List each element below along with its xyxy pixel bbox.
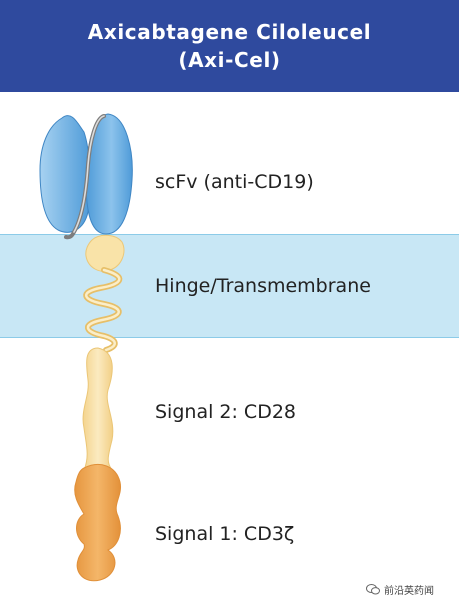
title-line-2: (Axi-Cel)	[178, 48, 281, 72]
scfv-domain	[39, 113, 133, 240]
cd28-domain	[82, 347, 114, 471]
membrane-band-bottom-edge	[0, 337, 459, 338]
cd3z-domain	[74, 464, 122, 582]
transmembrane-helix-highlight	[85, 268, 121, 352]
watermark-text: 前沿英药闻	[384, 586, 434, 597]
hinge-domain	[83, 234, 125, 353]
title-banner: Axicabtagene Ciloleucel (Axi-Cel)	[0, 0, 459, 92]
hinge-bulb	[85, 234, 125, 272]
membrane-band-top-edge	[0, 234, 459, 235]
label-signal-1: Signal 1: CD3ζ	[155, 523, 295, 545]
chat-bubbles-icon	[366, 584, 380, 595]
label-signal-2: Signal 2: CD28	[155, 401, 297, 423]
scfv-linker-highlight	[73, 115, 105, 233]
membrane-band	[0, 234, 459, 338]
title-line-1: Axicabtagene Ciloleucel	[87, 20, 372, 44]
transmembrane-helix	[83, 267, 123, 353]
watermark: 前沿英药闻	[366, 582, 434, 597]
label-scfv: scFv (anti-CD19)	[155, 171, 314, 193]
label-hinge-transmembrane: Hinge/Transmembrane	[155, 275, 371, 297]
